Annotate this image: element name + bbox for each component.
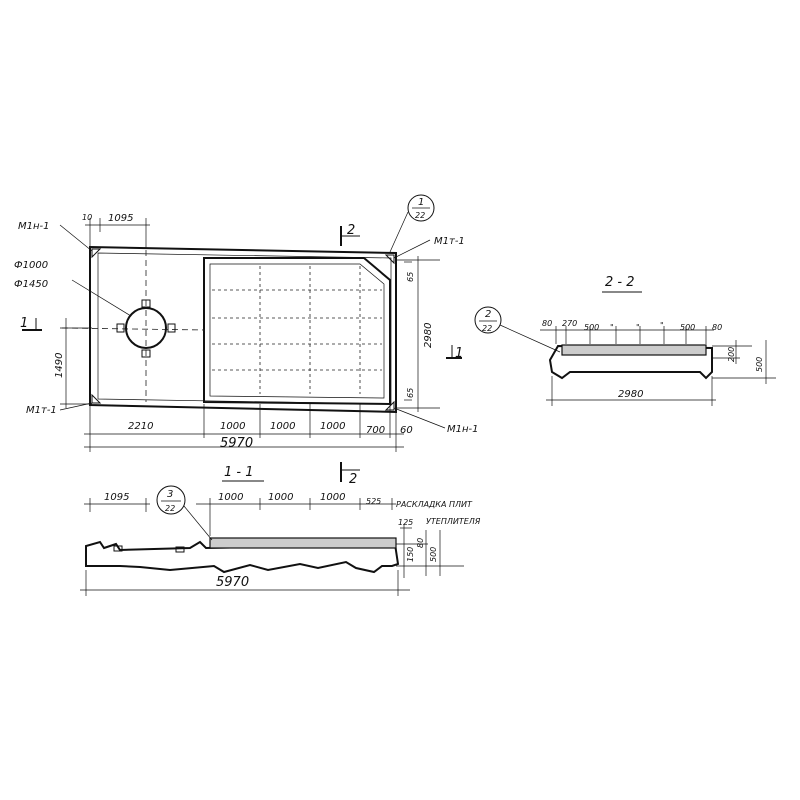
dim-1095-section: 1095	[104, 492, 129, 503]
insulation-zone-outline	[203, 257, 391, 406]
mark-m1n-1-bottom-right: М1н-1	[447, 424, 479, 435]
dimension-section-1-1-top: 1095 1000 1000 1000 525	[84, 492, 396, 536]
dimension-section-2-2-bottom: 2980	[546, 376, 716, 406]
svg-text:1: 1	[20, 316, 28, 331]
section-1-1-slab-profile	[85, 540, 400, 574]
leader-diameter	[71, 279, 132, 317]
svg-text:3: 3	[167, 489, 173, 500]
dimension-right: 65 2980 65	[396, 256, 440, 412]
ditto-3: "	[660, 321, 664, 330]
insulation-layer-section-2-2	[561, 344, 707, 356]
section-2-2: 2 - 2 2 22 80 270 500 " " " 5	[474, 275, 776, 406]
note-insulation-layout-line1: РАСКЛАДКА ПЛИТ	[396, 500, 473, 509]
dim-1000-plan-a: 1000	[220, 421, 245, 432]
note-insulation-layout-line2: УТЕПЛИТЕЛЯ	[426, 517, 481, 526]
leader-m1n-1-top-left	[59, 224, 93, 252]
ditto-1: "	[610, 323, 614, 332]
insulation-layer-section-1-1	[209, 537, 397, 549]
diameter-inner-label: Ф1000	[14, 260, 48, 271]
embed-part-bottom-left	[91, 393, 102, 404]
dimension-left: 1490	[54, 318, 92, 408]
embed-part-top-right	[384, 254, 395, 265]
embed-part-top-left	[91, 248, 102, 259]
dimension-top: 10 1095	[82, 213, 150, 248]
dimension-section-1-1-bottom: 5970	[80, 570, 410, 596]
dim-5970-plan: 5970	[220, 436, 253, 451]
dim-65-top: 65	[406, 272, 415, 282]
dim-270: 270	[562, 319, 577, 328]
svg-text:22: 22	[165, 504, 175, 513]
dim-65-bottom: 65	[406, 388, 415, 398]
plan-view: М1н-1 М1т-1 М1т-1 М1н-1 Ф1000 Ф1450 1 22…	[14, 194, 479, 487]
dim-80-left: 80	[542, 319, 552, 328]
embed-part-section-1-1	[113, 545, 123, 552]
callout-2-22: 2 22	[474, 306, 561, 353]
insulation-zone-inner	[209, 263, 385, 399]
leader-callout-1-22	[389, 211, 409, 253]
ditto-2: "	[636, 323, 640, 332]
dim-500-section-2-2: 500	[755, 357, 764, 372]
dim-2980-plan: 2980	[423, 323, 434, 348]
dim-150: 150	[406, 547, 415, 562]
dim-700: 700	[366, 425, 385, 436]
dim-500-b: 500	[680, 323, 695, 332]
callout-3-22: 3 22	[156, 485, 213, 541]
dim-10: 10	[82, 213, 92, 222]
svg-text:22: 22	[482, 324, 492, 333]
mark-m1n-1-top-left: М1н-1	[18, 221, 50, 232]
dim-1000-plan-c: 1000	[320, 421, 345, 432]
diameter-outer-label: Ф1450	[14, 279, 48, 290]
dim-525: 525	[366, 497, 381, 506]
dim-200: 200	[727, 347, 736, 362]
mark-m1t-1-bottom-left: М1т-1	[26, 405, 57, 416]
dim-500-a: 500	[584, 323, 599, 332]
section-cut-1-right: 1	[446, 345, 463, 361]
leader-m1n-1-bottom-right	[393, 407, 446, 429]
opening-inner-circle	[125, 307, 167, 349]
svg-text:2: 2	[485, 309, 491, 320]
section-cut-1-left: 1	[20, 316, 42, 331]
svg-text:2: 2	[347, 223, 355, 238]
dim-500-section-1-1: 500	[429, 547, 438, 562]
embed-part-section-1-1-b	[175, 546, 185, 553]
dim-1000-section-c: 1000	[320, 492, 345, 503]
svg-text:1: 1	[418, 197, 424, 208]
section-cut-2-bottom: 2	[340, 462, 360, 487]
slab-inner-border	[97, 252, 392, 405]
dimension-section-1-1-right: 125 150 80 500	[396, 518, 464, 578]
opening-lug-right	[167, 323, 176, 333]
section-2-2-title: 2 - 2	[605, 275, 635, 290]
dimension-section-2-2-right: 200 500	[712, 340, 776, 384]
dim-80: 80	[416, 538, 425, 548]
dim-1490: 1490	[54, 353, 65, 378]
svg-text:22: 22	[415, 211, 425, 220]
dim-5970-section: 5970	[216, 575, 249, 590]
section-cut-2-top: 2	[340, 223, 360, 246]
svg-text:1: 1	[455, 346, 463, 361]
dim-125: 125	[398, 518, 413, 527]
dim-80-right: 80	[712, 323, 722, 332]
dim-2980-section: 2980	[618, 389, 643, 400]
section-1-1-title: 1 - 1	[224, 465, 254, 480]
opening-lug-left	[116, 323, 125, 333]
dim-1000-section-b: 1000	[268, 492, 293, 503]
insulation-grid	[212, 266, 382, 394]
dimension-section-2-2-top: 80 270 500 " " " 500 80	[540, 319, 722, 344]
slab-outline	[89, 245, 397, 414]
dim-60: 60	[400, 425, 413, 436]
dim-1000-plan-b: 1000	[270, 421, 295, 432]
section-1-1: 1 - 1 3 22 1095 1000 1000 1000	[80, 465, 481, 596]
callout-1-22: 1 22	[407, 194, 435, 222]
dim-2210: 2210	[128, 421, 153, 432]
dimension-bottom: 2210 1000 1000 1000 700 60 5970	[84, 404, 413, 452]
dim-1095-plan: 1095	[108, 213, 133, 224]
mark-m1t-1-top-right: М1т-1	[434, 236, 465, 247]
dim-1000-section-a: 1000	[218, 492, 243, 503]
opening-lug-top	[141, 299, 151, 308]
leader-m1t-1-top-right	[393, 239, 431, 259]
svg-text:2: 2	[349, 472, 357, 487]
opening-lug-bottom	[141, 349, 151, 358]
